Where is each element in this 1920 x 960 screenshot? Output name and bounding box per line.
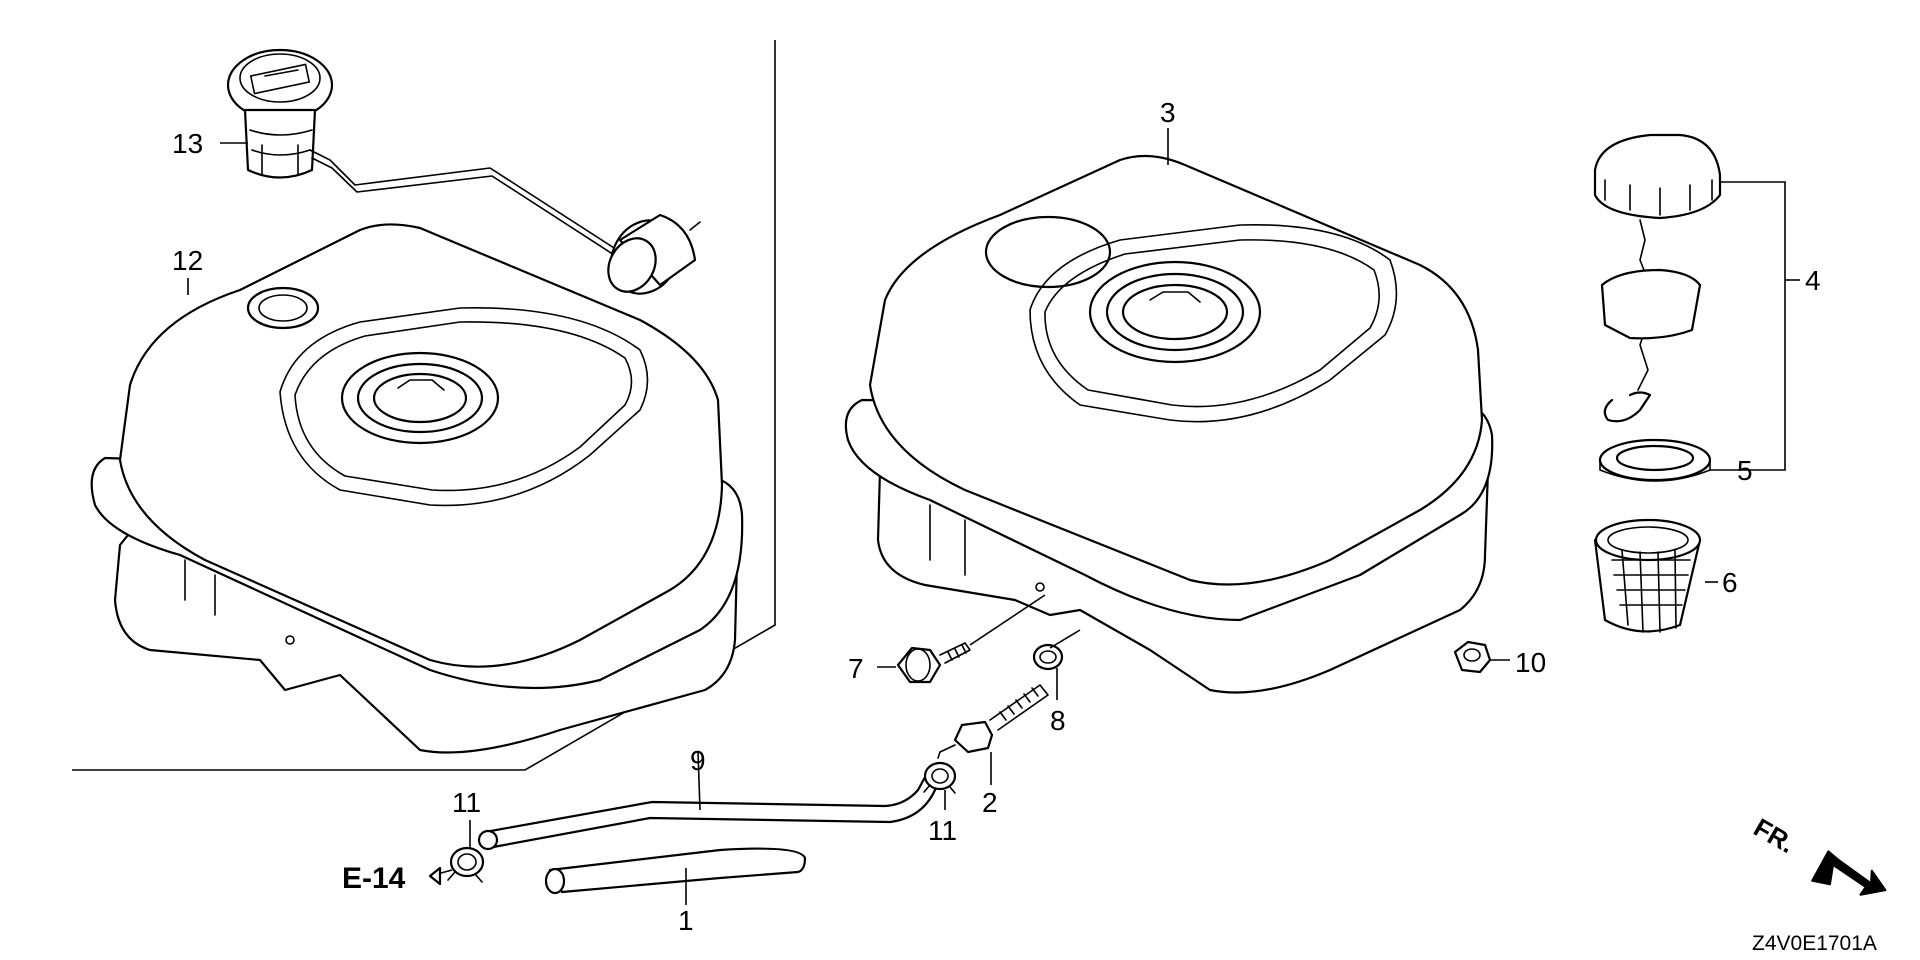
fuel-tank-left[interactable] [90,223,744,754]
front-direction-arrow [1811,850,1887,896]
callout-9: 9 [690,745,706,776]
callout-2: 2 [982,787,998,818]
cross-reference-label: E-14 [342,862,406,895]
callout-8: 8 [1050,705,1066,736]
callout-5: 5 [1737,455,1753,486]
front-marker-label: FR. [1749,812,1800,859]
callout-4: 4 [1805,265,1821,296]
fuel-tube[interactable] [477,766,944,895]
callout-1: 1 [678,905,694,936]
tube-clip-left[interactable] [447,846,485,883]
leader-lines [187,128,1800,905]
fuel-filter-strainer[interactable] [1593,518,1702,633]
fuel-filler-cap[interactable] [1593,133,1722,423]
flange-bolt[interactable] [896,642,971,684]
callout-7: 7 [848,653,864,684]
callout-6: 6 [1722,567,1738,598]
drain-plug[interactable] [1453,640,1492,674]
fuel-valve[interactable] [937,684,1049,759]
callout-13: 13 [172,128,203,159]
callout-3: 3 [1160,97,1176,128]
fuel-tank-right[interactable] [844,154,1494,694]
callout-11-right: 11 [928,815,957,846]
callout-10: 10 [1515,647,1546,678]
sealing-washer[interactable] [1032,643,1064,671]
tube-clip-right[interactable] [923,761,957,794]
callout-12: 12 [172,245,203,276]
callout-11-left: 11 [452,787,481,818]
diagram-code: Z4V0E1701A [1752,932,1877,955]
fuel-gauge[interactable] [226,48,701,306]
callout-labels: 13 12 3 4 5 6 10 7 8 2 9 11 11 1 [172,97,1821,936]
cap-gasket[interactable] [1598,438,1712,482]
